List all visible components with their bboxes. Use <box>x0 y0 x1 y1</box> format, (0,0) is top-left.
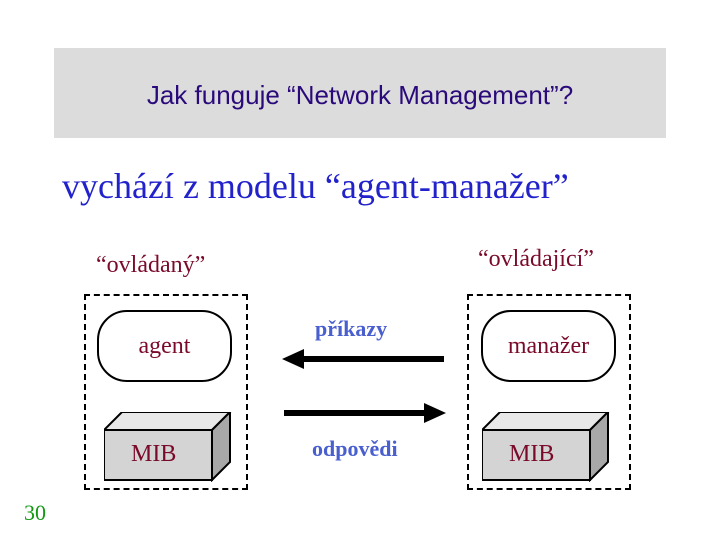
slide-subtitle: vychází z modelu “agent-manažer” <box>62 166 569 206</box>
page-number: 30 <box>24 500 46 525</box>
arrow-left-commands <box>282 349 444 369</box>
slide-title: Jak funguje “Network Management”? <box>146 80 574 110</box>
mib-right-label: MIB <box>509 441 555 467</box>
arrow-right-responses <box>284 403 446 423</box>
arrows-group <box>282 349 446 423</box>
manager-box: manažer <box>481 310 616 382</box>
agent-box: agent <box>97 310 232 382</box>
mib-left-label: MIB <box>131 441 177 467</box>
agent-group-border <box>84 294 248 490</box>
title-bar: Jak funguje “Network Management”? <box>54 48 666 138</box>
mib-right-block <box>482 412 610 482</box>
manager-group-border <box>467 294 631 490</box>
responses-label: odpovědi <box>312 436 398 461</box>
mib-left-block <box>104 412 232 482</box>
controlling-label: “ovládající” <box>478 246 594 272</box>
controlled-label: “ovládaný” <box>96 252 206 278</box>
commands-label: příkazy <box>315 316 388 341</box>
